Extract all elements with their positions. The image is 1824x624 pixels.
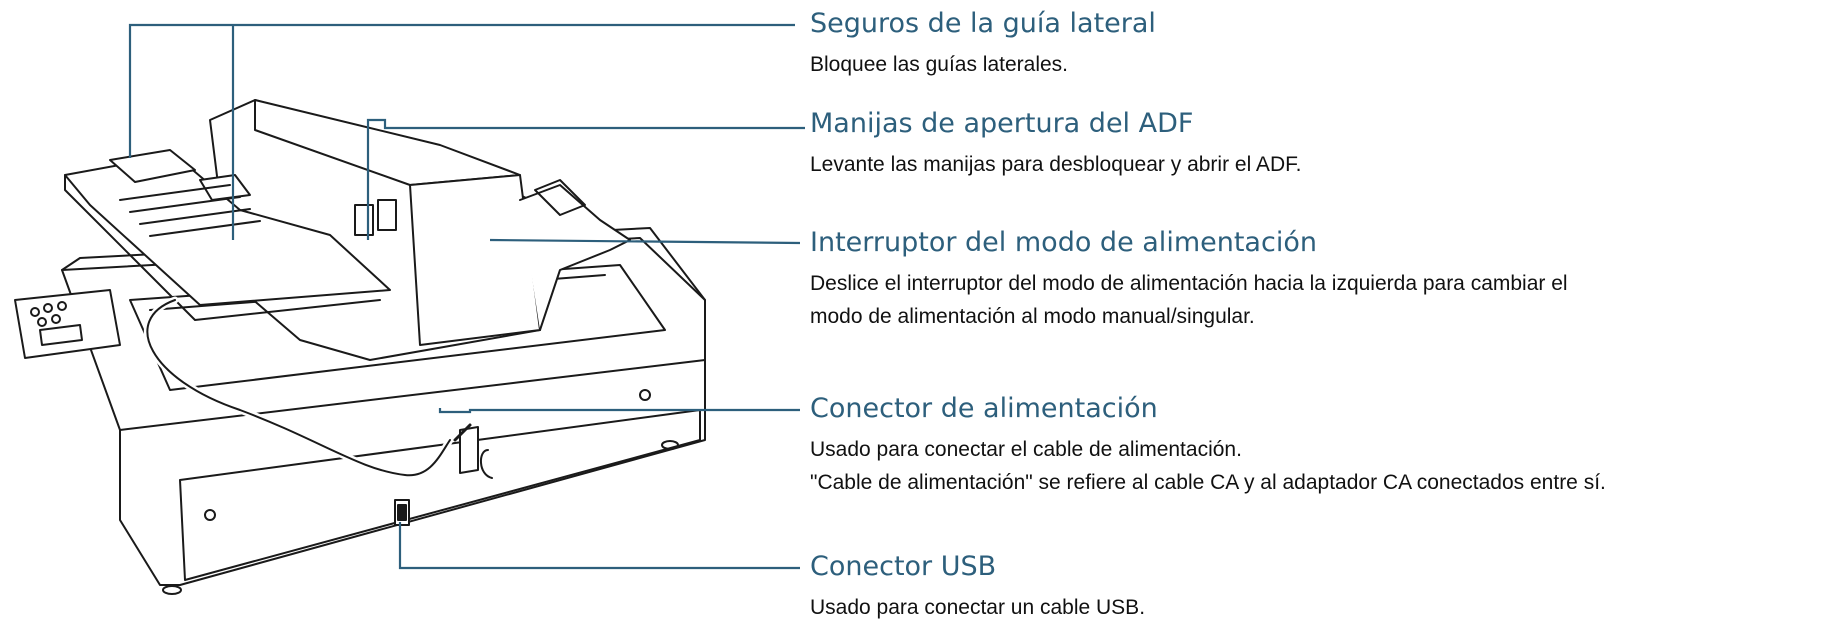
callout-title: Interruptor del modo de alimentación	[810, 227, 1317, 258]
leader-usb-connector	[398, 522, 800, 570]
panel-button-1	[30, 307, 40, 317]
leader-side-guide-locks	[128, 23, 795, 158]
callout-description: Levante las manijas para desbloquear y a…	[810, 148, 1301, 181]
callout-usb-connector: Conector USB Usado para conectar un cabl…	[810, 551, 1145, 624]
foot-front	[162, 585, 182, 595]
output-stacker	[519, 184, 631, 331]
description-line: modo de alimentación al modo manual/sing…	[810, 305, 1255, 328]
callout-description: Usado para conectar el cable de alimenta…	[810, 433, 1606, 499]
callout-power-connector: Conector de alimentación Usado para cone…	[810, 393, 1606, 499]
leader-power-connector	[438, 408, 800, 414]
power-plug	[453, 423, 472, 442]
side-guide-right	[199, 174, 251, 201]
flatbed-base	[61, 237, 706, 586]
panel-button-4	[37, 317, 47, 327]
usb-port-inner	[397, 504, 407, 521]
panel-button-2	[43, 303, 53, 313]
callout-description: Usado para conectar un cable USB.	[810, 591, 1145, 624]
chute-ribs	[119, 184, 261, 237]
callout-description: Deslice el interruptor del modo de alime…	[810, 267, 1568, 333]
callout-description: Bloquee las guías laterales.	[810, 48, 1156, 81]
callout-feed-mode-switch: Interruptor del modo de alimentación Des…	[810, 227, 1568, 333]
callout-side-guide-locks: Seguros de la guía lateral Bloquee las g…	[810, 8, 1156, 81]
panel-button-3	[57, 301, 67, 311]
callout-title: Conector de alimentación	[810, 393, 1158, 424]
description-line: Deslice el interruptor del modo de alime…	[810, 272, 1568, 295]
side-guide-left	[109, 149, 196, 183]
power-cable-outline	[146, 299, 451, 477]
control-panel	[14, 289, 121, 359]
scanner-illustration	[14, 99, 706, 595]
callout-title: Conector USB	[810, 551, 997, 582]
adf-handle-left	[354, 204, 374, 236]
adf-handle-right	[377, 199, 397, 231]
description-line: Levante las manijas para desbloquear y a…	[810, 153, 1302, 176]
description-line: "Cable de alimentación" se refiere al ca…	[810, 471, 1606, 494]
leader-feed-switch	[489, 238, 801, 245]
screw-right	[639, 389, 651, 401]
callout-adf-handles: Manijas de apertura del ADF Levante las …	[810, 108, 1301, 181]
flatbed-front-panel	[179, 409, 701, 581]
power-connector	[459, 426, 479, 474]
flatbed-front	[119, 359, 706, 431]
stacker-tab	[534, 179, 586, 216]
leader-lines	[128, 23, 805, 570]
leader-adf-handles	[366, 118, 805, 240]
description-line: Bloquee las guías laterales.	[810, 53, 1068, 76]
input-chute-edge	[64, 174, 381, 321]
callout-title: Seguros de la guía lateral	[810, 8, 1156, 39]
callout-title: Manijas de apertura del ADF	[810, 108, 1194, 139]
description-line: Usado para conectar un cable USB.	[810, 596, 1146, 619]
cable-clip	[480, 449, 493, 479]
foot-back	[661, 440, 679, 450]
description-line: Usado para conectar el cable de alimenta…	[810, 438, 1242, 461]
panel-button-5	[51, 314, 61, 324]
screw-left	[204, 509, 216, 521]
control-panel-display	[39, 324, 83, 346]
